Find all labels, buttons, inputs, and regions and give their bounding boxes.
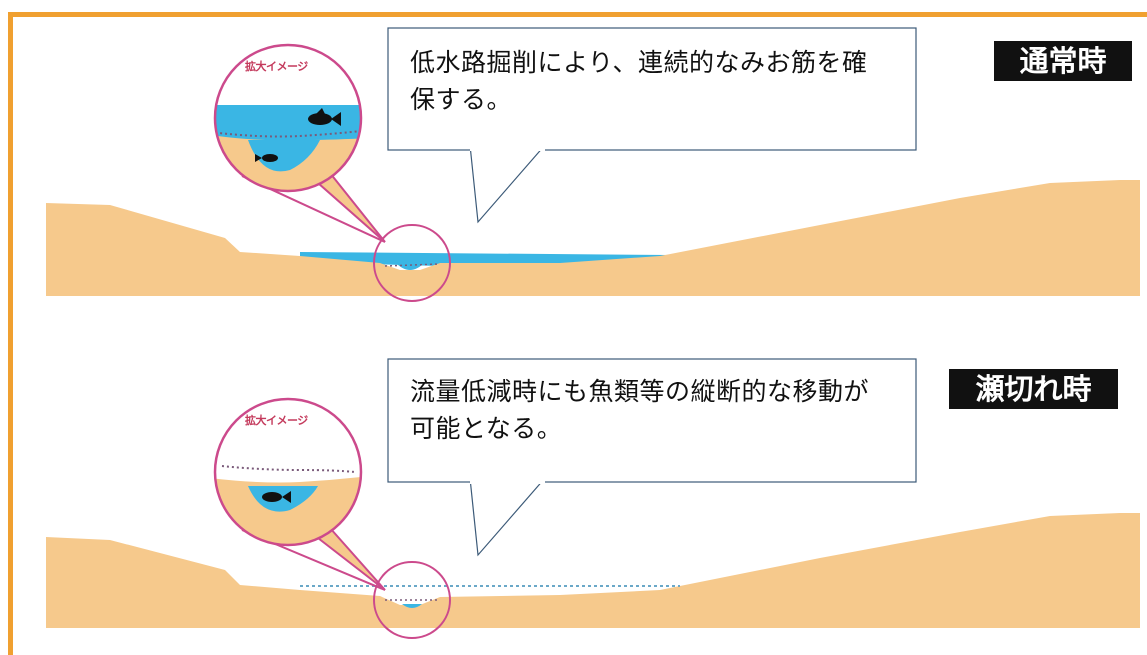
riverbed-ground-dry: [46, 513, 1140, 628]
low-channel-dry: [402, 604, 422, 608]
magnifier-circle-normal: [213, 43, 363, 193]
callout-box-normal: [387, 27, 917, 151]
magnifier-circle-dry: [213, 397, 363, 547]
callout-pointer-dry: [469, 477, 546, 557]
fish-icon: [308, 108, 341, 126]
zoom-target-circle-normal: [373, 224, 451, 302]
zoom-label-normal: 拡大イメージ: [245, 60, 308, 73]
callout-box-dry: [387, 358, 917, 483]
fish-icon: [262, 491, 291, 503]
callout-text-normal: 低水路掘削により、連続的なみお筋を確保する。: [410, 48, 868, 114]
frame-top-border: [8, 12, 1147, 17]
state-badge-dry: 瀬切れ時: [949, 369, 1118, 409]
zoom-label-dry: 拡大イメージ: [245, 414, 308, 427]
fish-icon: [255, 154, 278, 162]
callout-text-dry: 流量低減時にも魚類等の縦断的な移動が可能となる。: [410, 377, 870, 443]
magnifier-tail-dry: [316, 526, 386, 591]
callout-pointer-normal: [469, 144, 546, 224]
magnifier-tail-normal: [316, 171, 386, 243]
low-channel-normal: [395, 262, 425, 270]
riverbed-ground-normal: [46, 180, 1140, 296]
panel-dry: [46, 358, 1140, 639]
frame-left-border: [8, 12, 13, 655]
zoom-target-circle-dry: [373, 561, 451, 639]
state-badge-normal: 通常時: [994, 41, 1132, 81]
